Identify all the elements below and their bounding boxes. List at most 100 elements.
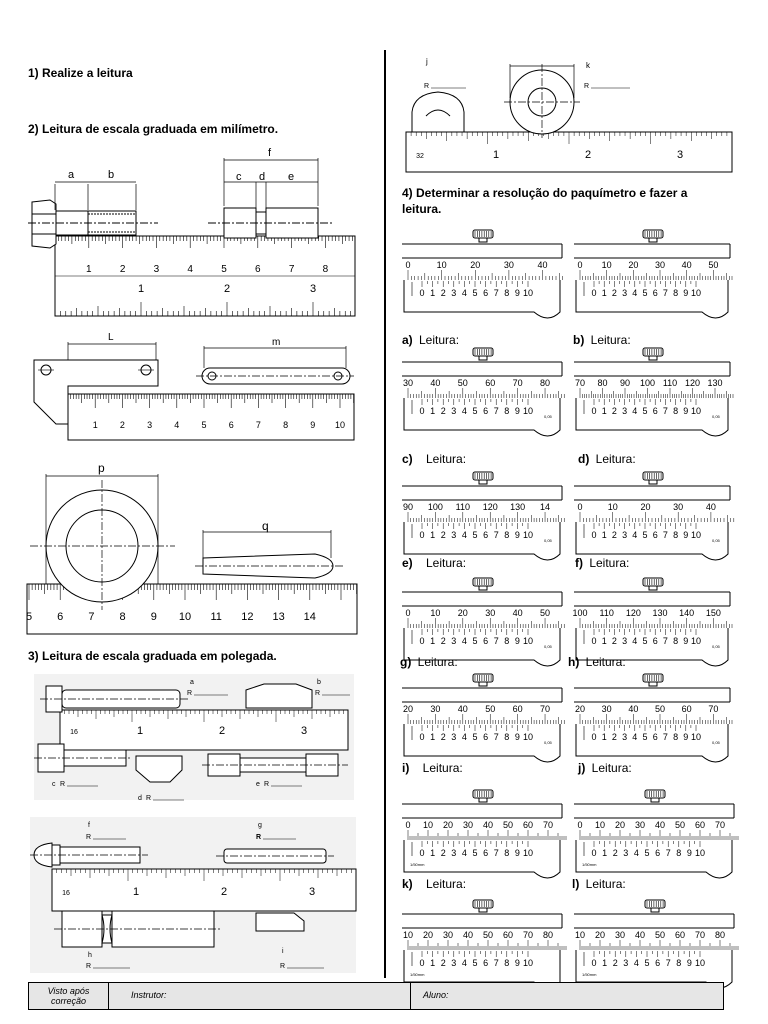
vernier-number: 5: [472, 636, 477, 646]
main-scale-number: 50: [458, 378, 468, 388]
scale-number: 6: [255, 264, 261, 275]
vernier-number: 8: [504, 288, 509, 298]
inch-label-a: a: [190, 679, 194, 686]
reading-text: Leitura:: [586, 556, 630, 570]
vernier-number: 0: [419, 732, 424, 742]
vernier-number: 7: [494, 958, 499, 968]
reading-text: Leitura:: [587, 333, 631, 347]
dim-label-c: c: [236, 171, 242, 183]
r-label-f: R: [86, 834, 91, 841]
main-scale-number: 130: [707, 378, 722, 388]
vernier-number: 1: [430, 406, 435, 416]
main-scale-number: 20: [595, 930, 605, 940]
vernier-number: 7: [663, 732, 668, 742]
scale-number: 8: [120, 611, 126, 623]
vernier-number: 1: [430, 636, 435, 646]
vernier-number: 8: [673, 406, 678, 416]
scale-number: 3: [309, 886, 315, 898]
vernier-number: 8: [504, 530, 509, 540]
main-scale-number: 40: [483, 820, 493, 830]
vernier-number: 9: [687, 958, 692, 968]
vernier-number: 6: [655, 848, 660, 858]
resolution-label: 1/50mm: [410, 862, 425, 867]
question-2-heading: 2) Leitura de escala graduada em milímet…: [28, 122, 279, 136]
main-scale-number: 50: [655, 930, 665, 940]
main-scale-number: 0: [577, 820, 582, 830]
vernier-number: 4: [632, 732, 637, 742]
vernier-number: 9: [683, 636, 688, 646]
vernier-number: 3: [451, 732, 456, 742]
main-scale-number: 10: [602, 260, 612, 270]
main-scale-number: 130: [652, 608, 667, 618]
scale-number: 1: [93, 420, 98, 430]
reading-letter: a): [402, 333, 413, 347]
scale-number: 2: [221, 886, 227, 898]
reading-letter: c): [402, 452, 413, 466]
main-scale-number: 0: [405, 608, 410, 618]
vernier-number: 1: [602, 406, 607, 416]
vernier-number: 4: [462, 732, 467, 742]
main-scale-number: 60: [675, 930, 685, 940]
inch-label-g: g: [258, 822, 262, 829]
vernier-number: 10: [691, 288, 701, 298]
main-scale-number: 60: [513, 704, 523, 714]
vernier-number: 0: [419, 530, 424, 540]
main-scale-number: 30: [403, 378, 413, 388]
main-scale-number: 50: [540, 608, 550, 618]
inch-label-c: c: [52, 781, 56, 788]
vernier-number: 7: [666, 848, 671, 858]
inch-label-h: h: [88, 952, 92, 959]
main-scale-number: 80: [715, 930, 725, 940]
resolution-label: 1/50mm: [582, 972, 597, 977]
scale-number: 3: [301, 725, 307, 737]
column-divider: [384, 50, 386, 978]
vernier-number: 3: [451, 848, 456, 858]
vernier-number: 1: [602, 288, 607, 298]
main-scale-number: 0: [405, 260, 410, 270]
main-scale-number: 40: [463, 930, 473, 940]
vernier-number: 8: [504, 636, 509, 646]
vernier-number: 10: [523, 732, 533, 742]
scale-number: 5: [221, 264, 227, 275]
instrutor-field[interactable]: Instrutor:: [109, 983, 411, 1009]
vernier-number: 4: [462, 848, 467, 858]
reading-label-i: i) Leitura:: [402, 761, 463, 775]
reading-letter: j): [578, 761, 586, 775]
reading-text: Leitura:: [422, 877, 467, 891]
reading-text: Leitura:: [588, 761, 632, 775]
main-scale-number: 30: [443, 930, 453, 940]
main-scale-number: 30: [602, 704, 612, 714]
vernier-number: 6: [483, 848, 488, 858]
vernier-number: 10: [523, 288, 533, 298]
aluno-field[interactable]: Aluno:: [423, 990, 449, 1000]
vernier-number: 8: [673, 732, 678, 742]
main-scale-number: 30: [615, 930, 625, 940]
vernier-number: 2: [612, 636, 617, 646]
scale-number: 1: [86, 264, 92, 275]
scale-number: 6: [57, 611, 63, 623]
dim-label-q: q: [262, 519, 269, 533]
scale-number: 2: [120, 264, 126, 275]
vernier-number: 1: [430, 732, 435, 742]
vernier-number: 7: [494, 288, 499, 298]
main-scale-number: 120: [483, 502, 498, 512]
vernier-number: 2: [441, 732, 446, 742]
resolution-label: 0,05: [712, 414, 721, 419]
main-scale-number: 40: [635, 930, 645, 940]
main-scale-number: 30: [485, 608, 495, 618]
vernier-number: 10: [523, 958, 533, 968]
scale-number: 7: [256, 420, 261, 430]
vernier-number: 1: [602, 958, 607, 968]
main-scale-number: 60: [682, 704, 692, 714]
vernier-number: 10: [691, 732, 701, 742]
main-scale-number: 40: [706, 502, 716, 512]
reading-letter: d): [578, 452, 590, 466]
vernier-number: 10: [523, 406, 533, 416]
scale-number: 10: [335, 420, 345, 430]
main-scale-number: 50: [483, 930, 493, 940]
